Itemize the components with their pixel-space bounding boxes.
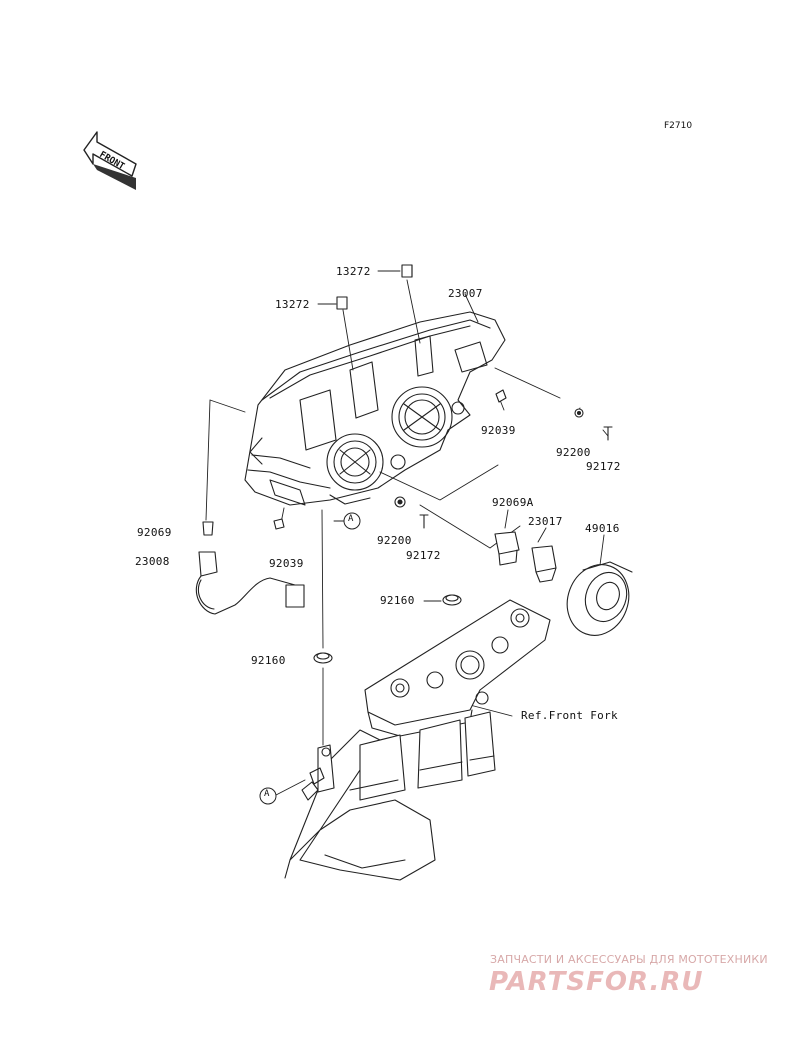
part-label-92069a[interactable]: 92069A xyxy=(492,496,534,509)
front-arrow-icon: FRONT xyxy=(83,131,137,190)
part-label-92160-left[interactable]: 92160 xyxy=(251,654,286,667)
part-label-13272-top[interactable]: 13272 xyxy=(336,265,371,278)
bulb-cover-icon xyxy=(566,561,633,636)
callout-circle-a-upper xyxy=(343,512,361,530)
fastener-icons xyxy=(273,264,613,664)
part-label-92160-right[interactable]: 92160 xyxy=(380,594,415,607)
part-label-49016[interactable]: 49016 xyxy=(585,522,620,535)
headlight-assembly xyxy=(244,311,506,506)
watermark-brand: PARTSFOR.RU xyxy=(489,967,704,997)
part-label-92200-left[interactable]: 92200 xyxy=(377,534,412,547)
bulb-icons xyxy=(195,521,557,615)
part-label-92172-left[interactable]: 92172 xyxy=(406,549,441,562)
part-label-23007[interactable]: 23007 xyxy=(448,287,483,300)
part-label-92039-left[interactable]: 92039 xyxy=(269,557,304,570)
part-label-92069[interactable]: 92069 xyxy=(137,526,172,539)
callout-label-a-upper: A xyxy=(348,514,354,524)
reference-front-fork[interactable]: Ref.Front Fork xyxy=(521,709,618,722)
watermark-tagline: ЗАПЧАСТИ И АКСЕССУАРЫ ДЛЯ МОТОТЕХНИКИ xyxy=(490,953,768,966)
part-label-23017[interactable]: 23017 xyxy=(528,515,563,528)
part-label-13272[interactable]: 13272 xyxy=(275,298,310,311)
part-label-92200-right[interactable]: 92200 xyxy=(556,446,591,459)
diagram-code: F2710 xyxy=(664,121,693,131)
callout-label-a-lower: A xyxy=(264,789,270,799)
part-label-92172-right[interactable]: 92172 xyxy=(586,460,621,473)
part-label-23008[interactable]: 23008 xyxy=(135,555,170,568)
callout-circle-a-lower xyxy=(259,787,277,805)
front-fork-assembly xyxy=(284,599,551,881)
part-label-92039-right[interactable]: 92039 xyxy=(481,424,516,437)
